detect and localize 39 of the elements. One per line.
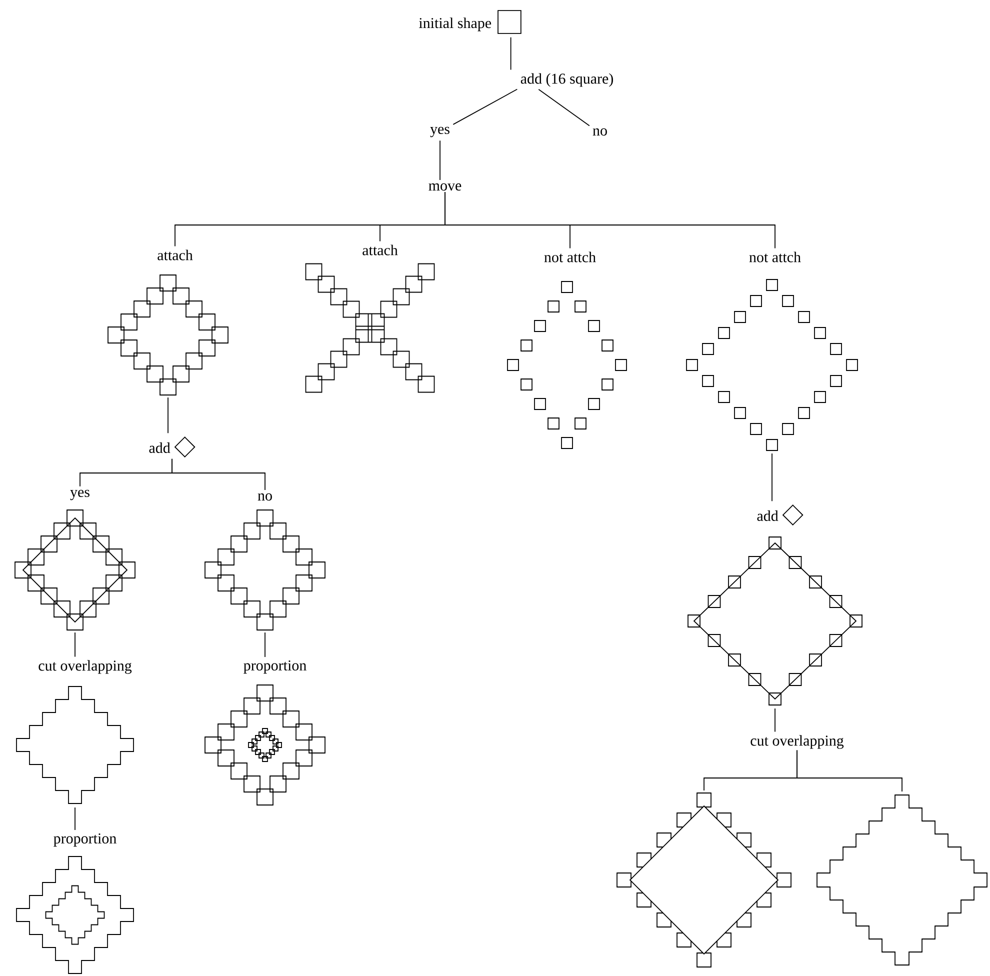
pattern-drawing: [16, 686, 134, 804]
connector-line: [510, 36, 512, 70]
pattern-drawing: [108, 274, 228, 396]
pattern-drawing: [204, 684, 326, 806]
step-label: initial shape: [418, 10, 522, 34]
pattern-drawing: [688, 536, 862, 706]
step-label: cut overlapping: [38, 660, 132, 674]
pattern-drawing: [204, 510, 326, 630]
connector-line: [538, 88, 590, 126]
step-label: proportion: [244, 660, 306, 674]
step-label: no: [258, 493, 272, 501]
step-label: yes: [70, 490, 90, 500]
step-label: not attch: [544, 252, 596, 262]
pattern-drawing: [14, 510, 136, 630]
step-label: attach: [158, 250, 193, 260]
pattern-drawing: [305, 263, 435, 393]
step-label: not attch: [749, 252, 801, 262]
pattern-drawing: [16, 856, 134, 974]
step-label: add (16 square): [520, 73, 613, 87]
step-label: move: [428, 183, 462, 191]
pattern-drawing: [816, 794, 988, 966]
connector-line: [774, 708, 776, 732]
connector-line: [74, 632, 76, 658]
connector-line: [796, 750, 902, 792]
pattern-drawing: [616, 792, 792, 968]
connector-line: [74, 807, 76, 830]
step-label: yes: [430, 126, 450, 138]
connector-line: [264, 632, 266, 658]
connector-line: [172, 458, 266, 490]
pattern-drawing: [686, 279, 858, 451]
step-label: add: [149, 436, 196, 458]
step-label: cut overlapping: [750, 735, 844, 749]
step-label: add: [757, 504, 804, 526]
step-label: proportion: [54, 833, 116, 847]
step-label: attach: [362, 244, 398, 256]
connector-line: [452, 88, 518, 125]
step-label: no: [592, 128, 607, 136]
connector-line: [444, 192, 776, 249]
pattern-drawing: [507, 281, 627, 449]
